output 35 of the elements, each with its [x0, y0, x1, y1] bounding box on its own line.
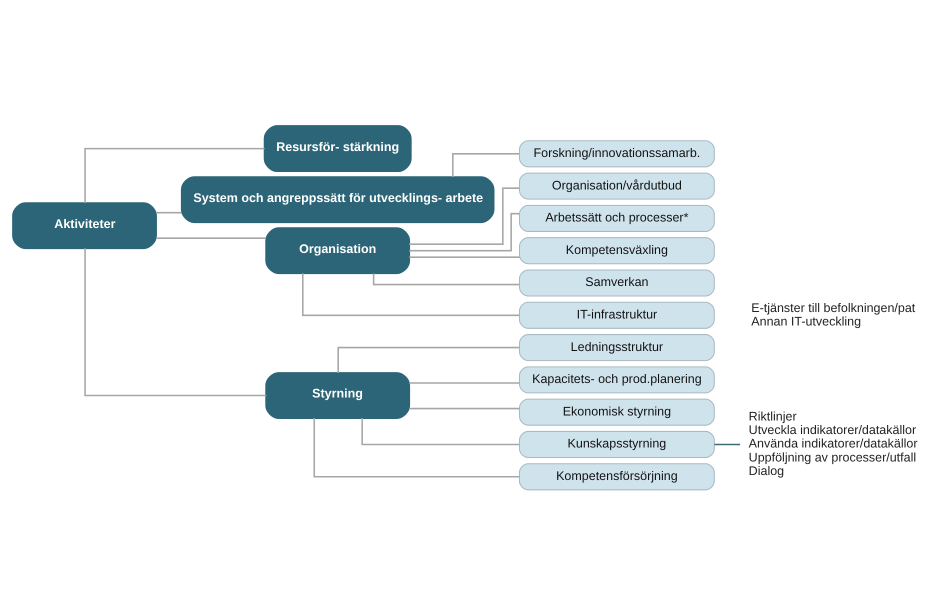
connector	[312, 418, 519, 478]
connector	[408, 256, 519, 258]
node-box: Kompetensförsörjning	[518, 462, 714, 490]
connector	[408, 186, 519, 244]
node-box: Samverkan	[518, 268, 714, 296]
node-box: Kunskapsstyrning	[518, 430, 714, 458]
node-box: IT-infrastruktur	[518, 301, 714, 328]
connector	[156, 236, 266, 238]
connector	[452, 152, 519, 176]
node-box: Ekonomisk styrning	[518, 398, 714, 426]
node-box: Ledningsstruktur	[518, 334, 714, 361]
node-text: Riktlinjer Utveckla indikatorer/datakällor Använda indikatorer/datakällor Uppföljning av processer/utfall Dialog	[748, 409, 918, 478]
node-box: Styrning	[264, 372, 410, 418]
connector	[408, 382, 519, 384]
node-box: Resursför- stärkning	[263, 124, 412, 172]
connector	[408, 212, 519, 251]
node-box: Arbetssätt och processer*	[518, 204, 714, 232]
connector	[156, 211, 182, 213]
connector	[360, 417, 519, 445]
label: E-tjänster till befolkningen/pat	[750, 300, 915, 314]
label: Annan IT-utveckling	[750, 314, 861, 328]
connector	[408, 407, 519, 409]
node-box: Organisation/vårdutbud	[518, 172, 714, 200]
node-box: Kompetensväxling	[518, 236, 714, 264]
connector	[302, 272, 519, 316]
connector	[372, 272, 519, 285]
connector	[714, 443, 740, 445]
connector	[84, 147, 264, 202]
connector	[336, 346, 519, 372]
node-box: System och angreppssätt för utvecklings- arbete	[180, 176, 494, 223]
node-box: Forskning/innovationssamarb.	[518, 140, 714, 167]
node-box: Organisation	[264, 226, 410, 274]
connector	[84, 248, 266, 396]
node-box: Kapacitets- och prod.planering	[518, 366, 714, 393]
node-box: Aktiviteter	[12, 202, 156, 249]
